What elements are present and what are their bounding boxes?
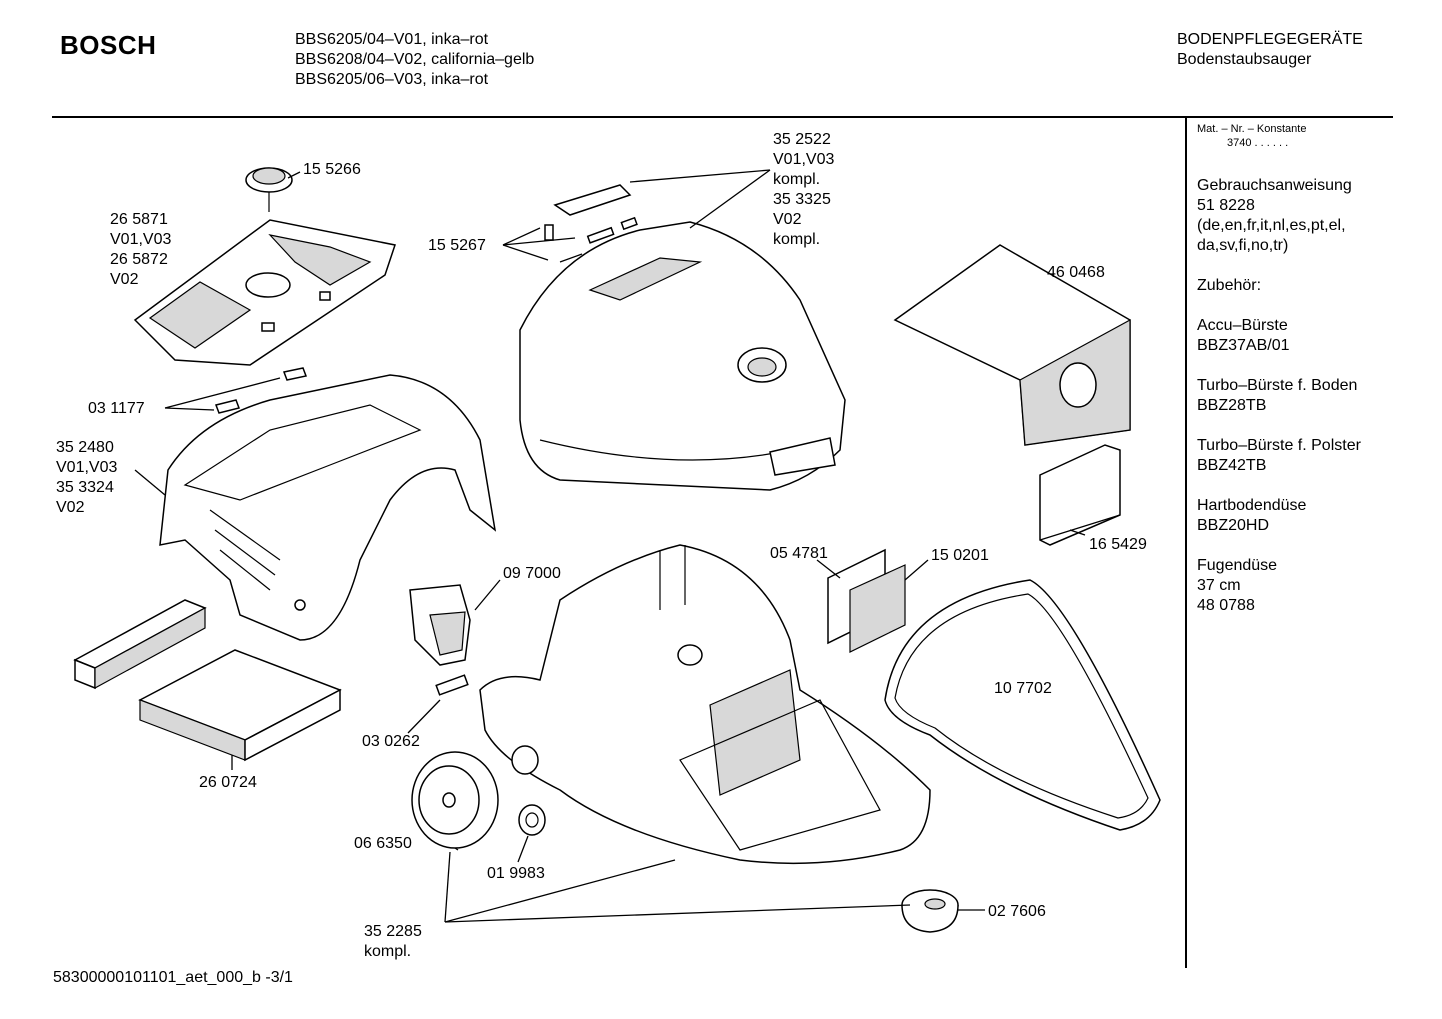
manual-block: Gebrauchsanweisung 51 8228 (de,en,fr,it,… xyxy=(1197,176,1432,256)
sidebar: Mat. – Nr. – Konstante 3740 . . . . . . … xyxy=(1197,123,1432,616)
part-label: 26 5872 xyxy=(110,251,168,268)
seal-ring-part xyxy=(884,579,1161,831)
part-variant: V02 xyxy=(56,499,85,516)
part-label: 10 7702 xyxy=(994,680,1052,697)
part-label: 05 4781 xyxy=(770,545,828,562)
part-variant: V01,V03 xyxy=(110,231,172,248)
filter-cover-part xyxy=(133,219,396,366)
part-label: 01 9983 xyxy=(487,865,545,882)
bag-holder-part xyxy=(1039,444,1121,546)
accessories-heading: Zubehör: xyxy=(1197,277,1262,294)
document-id: 58300000101101_aet_000_b -3/1 xyxy=(53,969,293,986)
part-label: 35 2285 xyxy=(364,923,422,940)
part-variant: V01,V03 xyxy=(773,151,835,168)
accessory-name: Turbo–Bürste f. Polster xyxy=(1197,437,1361,454)
top-lid-part xyxy=(519,221,846,491)
manual-languages: da,sv,fi,no,tr) xyxy=(1197,237,1289,254)
accessory-name: Fugendüse xyxy=(1197,557,1278,574)
accessory-item: Turbo–Bürste f. Polster BBZ42TB xyxy=(1197,436,1432,476)
part-label: 09 7000 xyxy=(503,565,561,582)
sidebar-divider xyxy=(1185,118,1187,968)
castor-wheel-part xyxy=(901,889,959,933)
category-subtitle: Bodenstaubsauger xyxy=(1177,51,1312,68)
konstante-value: 3740 . . . . . . xyxy=(1227,137,1289,149)
manual-number: 51 8228 xyxy=(1197,197,1255,214)
part-label: 26 0724 xyxy=(199,774,257,791)
part-label: 35 2480 xyxy=(56,439,114,456)
manual-title: Gebrauchsanweisung xyxy=(1197,177,1352,194)
accessory-code: BBZ37AB/01 xyxy=(1197,337,1290,354)
part-label: 03 0262 xyxy=(362,733,420,750)
part-note: kompl. xyxy=(773,231,821,248)
part-label-group: 35 2522 V01,V03 kompl. 35 3325 V02 kompl… xyxy=(773,130,834,250)
exploded-parts-diagram xyxy=(73,167,1161,933)
latch-part xyxy=(215,367,308,414)
wheel-part xyxy=(411,751,499,849)
category-block: BODENPFLEGEGERÄTE Bodenstaubsauger xyxy=(1177,30,1363,70)
part-label: 35 3325 xyxy=(773,191,831,208)
filter-plate-part xyxy=(138,649,342,762)
wheel-hub-part xyxy=(518,804,546,836)
model-line: BBS6208/04–V02, california–gelb xyxy=(295,51,535,68)
model-list: BBS6205/04–V01, inka–rot BBS6208/04–V02,… xyxy=(295,30,534,90)
leader-lines xyxy=(134,169,1086,923)
part-label: 03 1177 xyxy=(88,400,145,417)
accessories-heading-block: Zubehör: xyxy=(1197,276,1432,296)
accessory-code: BBZ28TB xyxy=(1197,397,1267,414)
accessory-item: Accu–Bürste BBZ37AB/01 xyxy=(1197,316,1432,356)
housing-top-part xyxy=(159,374,497,641)
accessory-name: Turbo–Bürste f. Boden xyxy=(1197,377,1358,394)
part-label-group: 26 5871 V01,V03 26 5872 V02 xyxy=(110,210,171,290)
header-divider xyxy=(52,116,1393,118)
part-label: 02 7606 xyxy=(988,903,1046,920)
part-note: kompl. xyxy=(773,171,821,188)
dust-bag-part xyxy=(893,244,1131,446)
part-variant: V02 xyxy=(110,271,139,288)
part-note: kompl. xyxy=(364,943,412,960)
foam-bar-part xyxy=(73,599,207,690)
brand-logo: BOSCH xyxy=(60,30,157,60)
part-label: 15 0201 xyxy=(931,547,989,564)
part-label: 15 5267 xyxy=(428,237,486,254)
part-label: 06 6350 xyxy=(354,835,412,852)
category-title: BODENPFLEGEGERÄTE xyxy=(1177,31,1363,48)
part-label: 26 5871 xyxy=(110,211,168,228)
accessory-detail: 37 cm xyxy=(1197,577,1241,594)
part-variant: V02 xyxy=(773,211,802,228)
filter-pad-part xyxy=(827,548,906,653)
part-label-group: 35 2285 kompl. xyxy=(364,922,422,962)
part-label: 35 2522 xyxy=(773,131,831,148)
knob-part xyxy=(245,167,293,212)
part-label: 16 5429 xyxy=(1089,536,1147,553)
latch-spring-part xyxy=(544,184,638,263)
konstante-label: Mat. – Nr. – Konstante xyxy=(1197,123,1307,135)
part-variant: V01,V03 xyxy=(56,459,118,476)
accessory-code: BBZ42TB xyxy=(1197,457,1267,474)
accessory-name: Accu–Bürste xyxy=(1197,317,1288,334)
part-label: 46 0468 xyxy=(1047,264,1105,281)
accessory-item: Hartbodendüse BBZ20HD xyxy=(1197,496,1432,536)
base-body-part xyxy=(479,544,931,865)
part-label-group: 35 2480 V01,V03 35 3324 V02 xyxy=(56,438,117,518)
part-label: 15 5266 xyxy=(303,161,361,178)
model-line: BBS6205/04–V01, inka–rot xyxy=(295,31,489,48)
accessory-item: Fugendüse 37 cm 48 0788 xyxy=(1197,556,1432,616)
model-line: BBS6205/06–V03, inka–rot xyxy=(295,71,489,88)
manual-languages: (de,en,fr,it,nl,es,pt,el, xyxy=(1197,217,1346,234)
motor-bracket-part xyxy=(409,584,471,696)
accessory-code: 48 0788 xyxy=(1197,597,1255,614)
accessory-code: BBZ20HD xyxy=(1197,517,1270,534)
part-label: 35 3324 xyxy=(56,479,114,496)
accessory-name: Hartbodendüse xyxy=(1197,497,1307,514)
accessory-item: Turbo–Bürste f. Boden BBZ28TB xyxy=(1197,376,1432,416)
